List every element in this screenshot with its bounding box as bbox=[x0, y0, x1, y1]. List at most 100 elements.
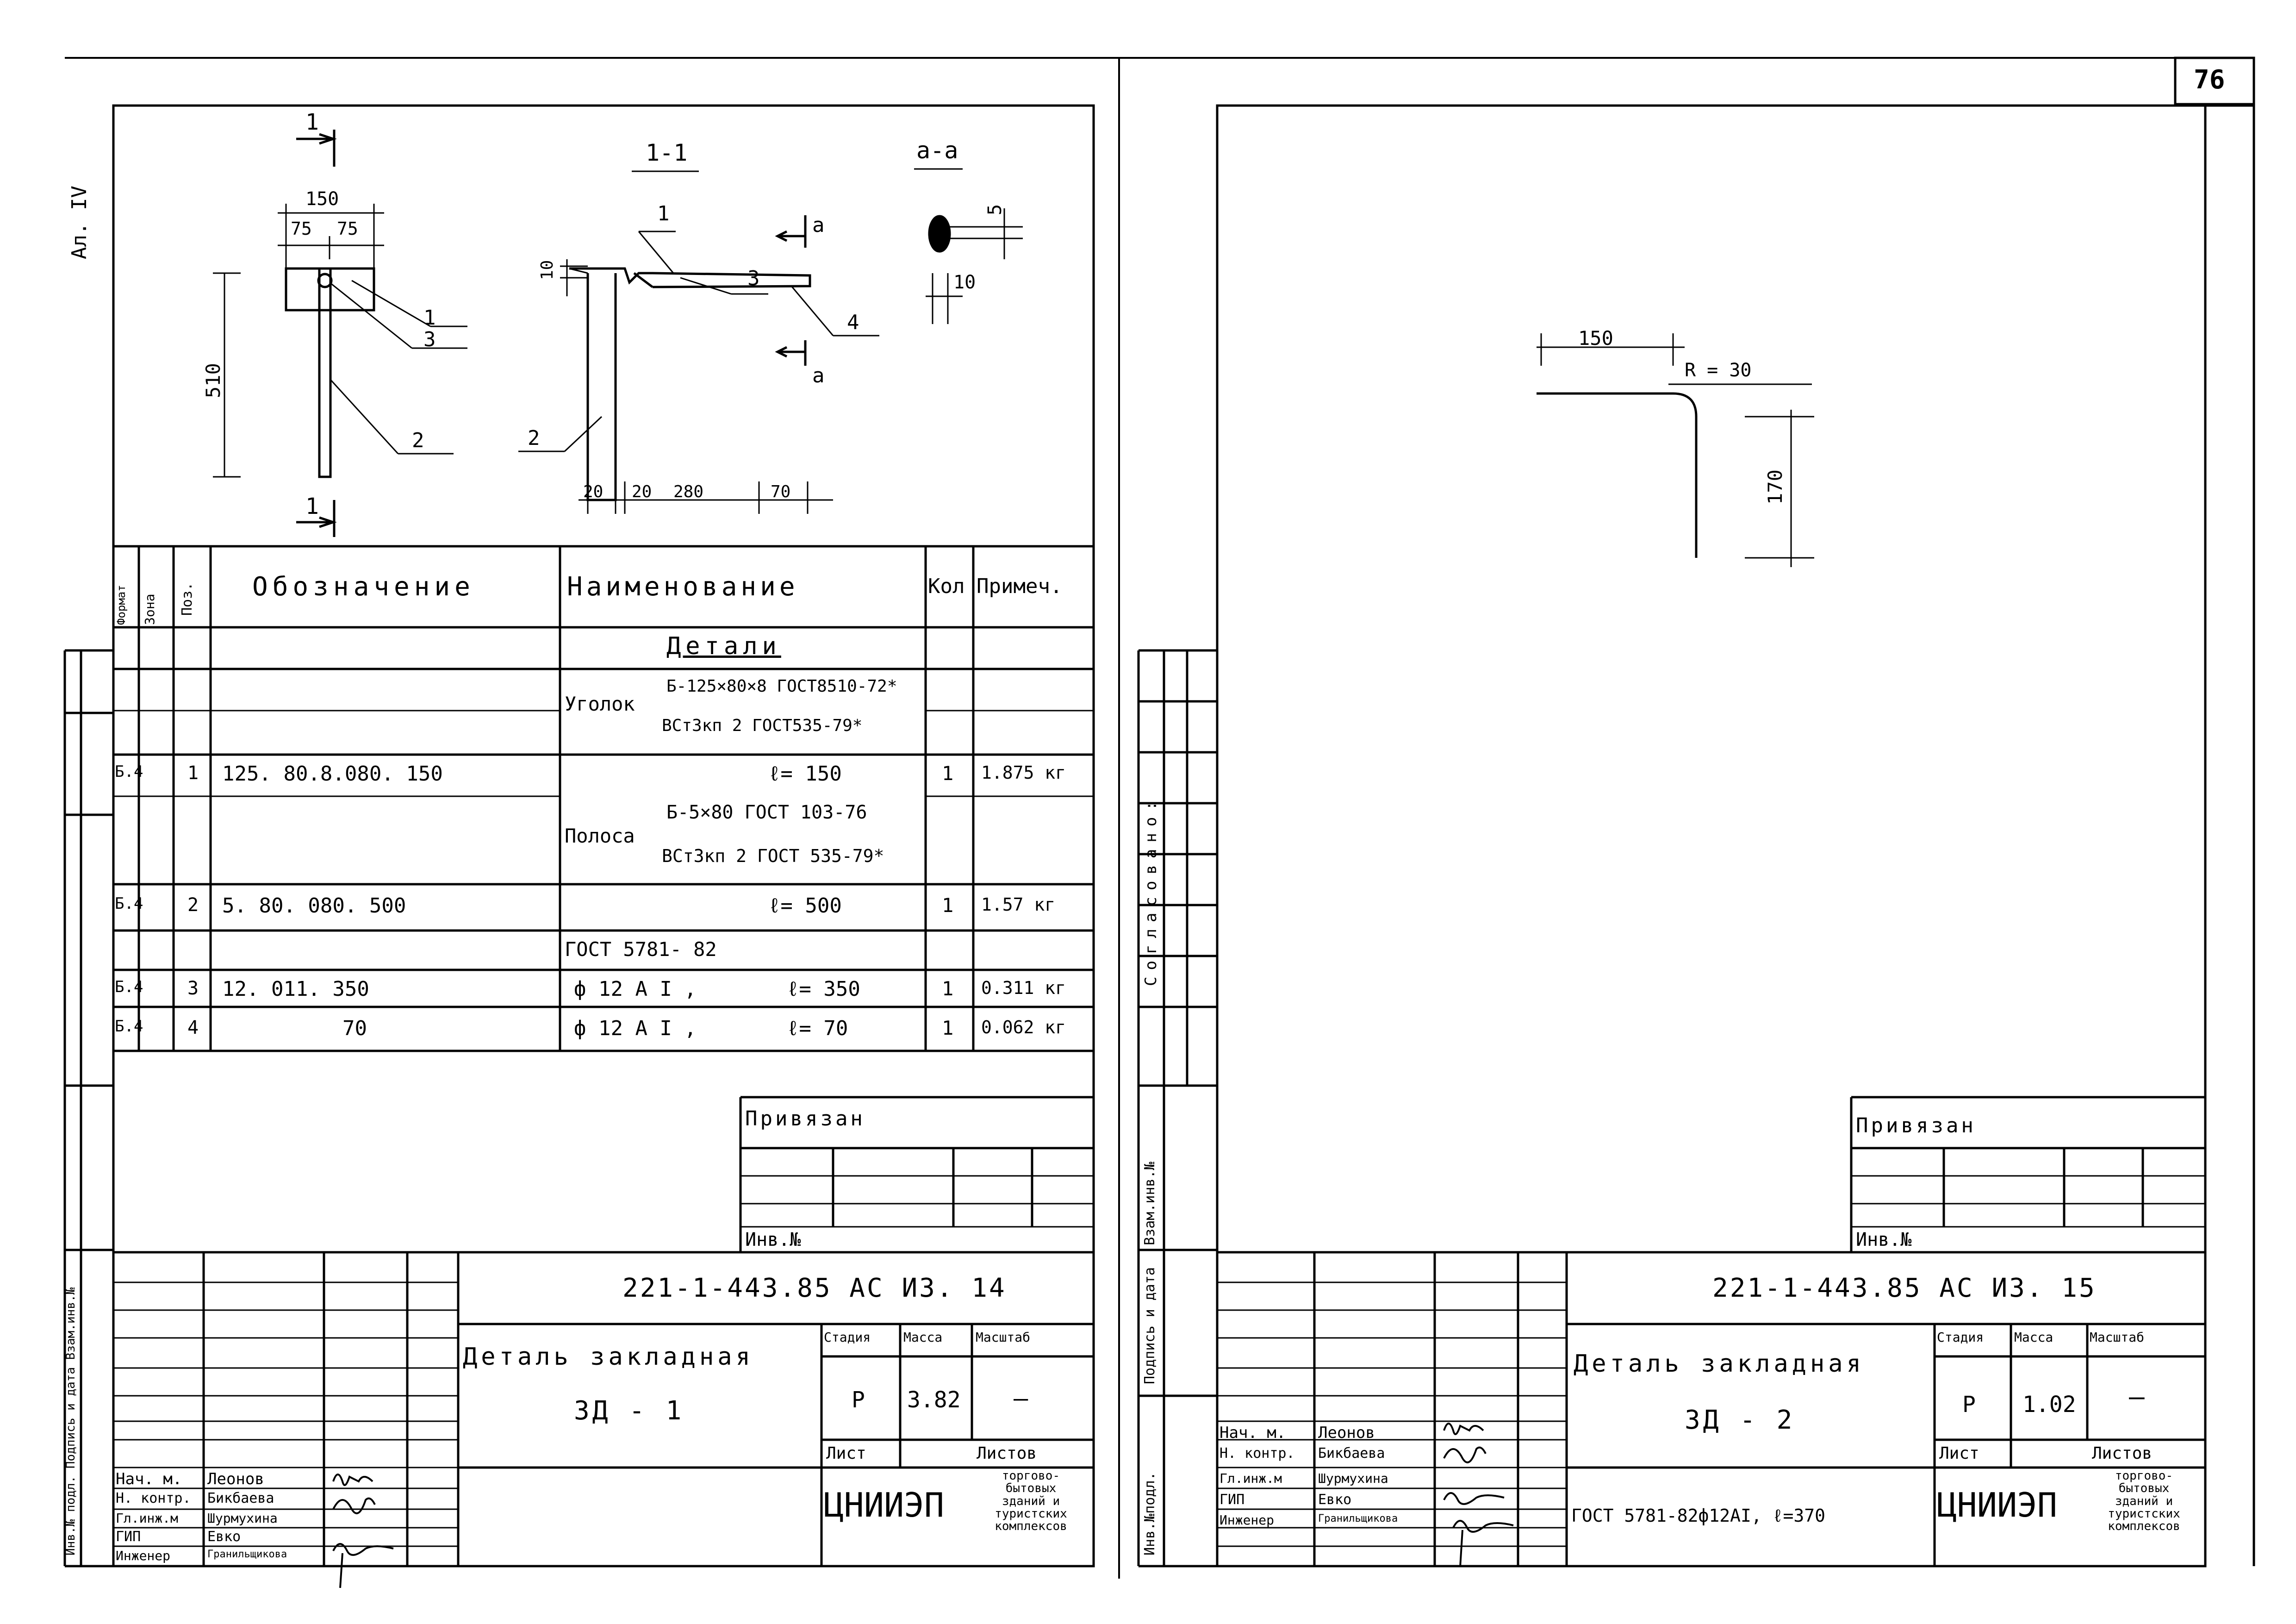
person-role: Нач. м. bbox=[1220, 1424, 1286, 1442]
person-role: Н. контр. bbox=[1220, 1445, 1295, 1462]
row5-name-a: ф 12 А I , bbox=[574, 977, 697, 1001]
side-label-sign: Подпись и дата bbox=[1142, 1267, 1158, 1384]
dim-280: 280 bbox=[673, 482, 704, 501]
row2-name-left: Полоса bbox=[565, 824, 635, 847]
person-name: Шурмухина bbox=[1318, 1471, 1388, 1486]
row1-designation: 125. 80.8.080. 150 bbox=[222, 762, 443, 786]
cut-mark-a-top: a bbox=[812, 213, 825, 237]
detail-zd2-drawing bbox=[1537, 333, 1814, 567]
section-callout-2: 2 bbox=[528, 426, 540, 450]
hdr-format: Формат bbox=[115, 585, 128, 625]
hdr-qty: Кол bbox=[928, 575, 965, 598]
row6-designation: 70 bbox=[342, 1017, 367, 1040]
sheet-header-r: Лист bbox=[1939, 1444, 1979, 1463]
row1-fmt: Б.4 bbox=[115, 762, 143, 781]
org-sub-line: комплексов bbox=[2108, 1519, 2180, 1534]
row0-name-bottom: ВСт3кп 2 ГОСТ535-79* bbox=[662, 716, 863, 735]
person-name: Леонов bbox=[207, 1470, 264, 1488]
title-line2: ЗД - 1 bbox=[574, 1396, 684, 1426]
sheets-header: Листов bbox=[977, 1444, 1037, 1463]
person-role: Инженер bbox=[1220, 1512, 1275, 1528]
row3-qty: 1 bbox=[942, 894, 954, 917]
dim-150: 150 bbox=[305, 188, 339, 210]
scale-header-r: Масштаб bbox=[2090, 1330, 2145, 1345]
person-name: Евко bbox=[207, 1529, 241, 1545]
callout-3: 3 bbox=[423, 328, 436, 351]
row4-name: ГОСТ 5781- 82 bbox=[565, 938, 717, 961]
privyazan-label-r: Привязан bbox=[1856, 1114, 1976, 1137]
mass-value-r: 1.02 bbox=[2022, 1392, 2076, 1418]
row3-note: 1.57 кг bbox=[981, 894, 1056, 915]
callout-1: 1 bbox=[423, 306, 436, 330]
row3-fmt: Б.4 bbox=[115, 894, 143, 913]
person-name: Леонов bbox=[1318, 1424, 1375, 1442]
scale-value-r: — bbox=[2129, 1382, 2145, 1412]
inv-no-label: Инв.№ bbox=[745, 1229, 801, 1250]
inv-no-label-r: Инв.№ bbox=[1856, 1229, 1912, 1250]
dim-20b: 20 bbox=[632, 482, 652, 501]
dim-75b: 75 bbox=[337, 219, 358, 239]
person-name: Бикбаева bbox=[1318, 1445, 1385, 1462]
row5-designation: 12. 011. 350 bbox=[222, 977, 369, 1001]
mass-header-r: Масса bbox=[2014, 1330, 2053, 1345]
row1-pos: 1 bbox=[187, 762, 199, 784]
org-subtitle: торгово- бытовых зданий и туристских ком… bbox=[972, 1469, 1090, 1533]
row2-name-bottom: ВСт3кп 2 ГОСТ 535-79* bbox=[662, 846, 884, 866]
row5-pos: 3 bbox=[187, 978, 199, 999]
row1-note: 1.875 кг bbox=[981, 762, 1066, 783]
row3-pos: 2 bbox=[187, 894, 199, 916]
doc-code-r: 221-1-443.85 АС ИЗ. 15 bbox=[1712, 1273, 2097, 1303]
row1-name: ℓ= 150 bbox=[768, 762, 842, 786]
hdr-designation: Обозначение bbox=[252, 572, 475, 602]
row6-note: 0.062 кг bbox=[981, 1017, 1066, 1037]
person-role: Гл.инж.м bbox=[1220, 1471, 1282, 1486]
dim-10: 10 bbox=[538, 260, 557, 280]
person-name: Шурмухина bbox=[207, 1511, 278, 1526]
person-name: Евко bbox=[1318, 1492, 1352, 1508]
cut-mark-top: 1 bbox=[305, 109, 319, 135]
org-sub-line: туристских bbox=[995, 1506, 1067, 1521]
org-name-r: ЦНИИЭП bbox=[1937, 1486, 2058, 1524]
org-sub-line: зданий и bbox=[2115, 1494, 2173, 1508]
dim-75a: 75 bbox=[291, 219, 312, 239]
org-sub-line: туристских bbox=[2108, 1506, 2180, 1521]
mass-value: 3.82 bbox=[907, 1387, 961, 1413]
title-line1: Деталь закладная bbox=[463, 1343, 754, 1371]
dim-170-r: 170 bbox=[1764, 469, 1786, 505]
side-strip-label: Инв.№ подл. Подпись и дата Взам.инв.№ bbox=[64, 1287, 78, 1555]
row6-fmt: Б.4 bbox=[115, 1017, 143, 1036]
cut-mark-bottom: 1 bbox=[305, 493, 319, 519]
side-label-inv: Инв.№подл. bbox=[1142, 1472, 1158, 1555]
sheet-header: Лист bbox=[826, 1444, 866, 1463]
row0-name-top: Б-125×80×8 ГОСТ8510-72* bbox=[666, 677, 897, 696]
dim-150-r: 150 bbox=[1578, 327, 1613, 350]
title-line1-r: Деталь закладная bbox=[1574, 1350, 1865, 1378]
side-label-vzam: Взам.инв.№ bbox=[1142, 1162, 1158, 1245]
dim-20a: 20 bbox=[583, 482, 604, 501]
person-role: Нач. м. bbox=[116, 1470, 182, 1488]
section-11-label: 1-1 bbox=[646, 139, 688, 166]
row6-qty: 1 bbox=[942, 1017, 954, 1039]
section-title: Детали bbox=[666, 632, 781, 660]
callout-2: 2 bbox=[412, 429, 424, 452]
row3-designation: 5. 80. 080. 500 bbox=[222, 894, 406, 918]
row5-note: 0.311 кг bbox=[981, 978, 1066, 998]
hdr-zone: Зона bbox=[142, 593, 157, 625]
person-role: Гл.инж.м bbox=[116, 1511, 178, 1526]
scale-value: — bbox=[1014, 1385, 1028, 1412]
person-role: ГИП bbox=[1220, 1492, 1245, 1508]
person-role: Инженер bbox=[116, 1548, 171, 1563]
stage-header: Стадия bbox=[824, 1330, 871, 1345]
row1-qty: 1 bbox=[942, 762, 954, 785]
title-line2-r: ЗД - 2 bbox=[1685, 1405, 1795, 1435]
dim-70: 70 bbox=[771, 482, 791, 501]
stage-value-r: Р bbox=[1962, 1392, 1976, 1418]
margin-label: Ал. IV bbox=[68, 186, 91, 259]
doc-code: 221-1-443.85 АС ИЗ. 14 bbox=[622, 1273, 1007, 1303]
org-sub-line: бытовых bbox=[1005, 1481, 1057, 1496]
mass-header: Масса bbox=[903, 1330, 943, 1345]
org-sub-line: торгово- bbox=[1002, 1469, 1060, 1483]
radius-label: R = 30 bbox=[1685, 360, 1752, 381]
person-role: ГИП bbox=[116, 1529, 141, 1545]
hdr-pos: Поз. bbox=[179, 582, 195, 616]
